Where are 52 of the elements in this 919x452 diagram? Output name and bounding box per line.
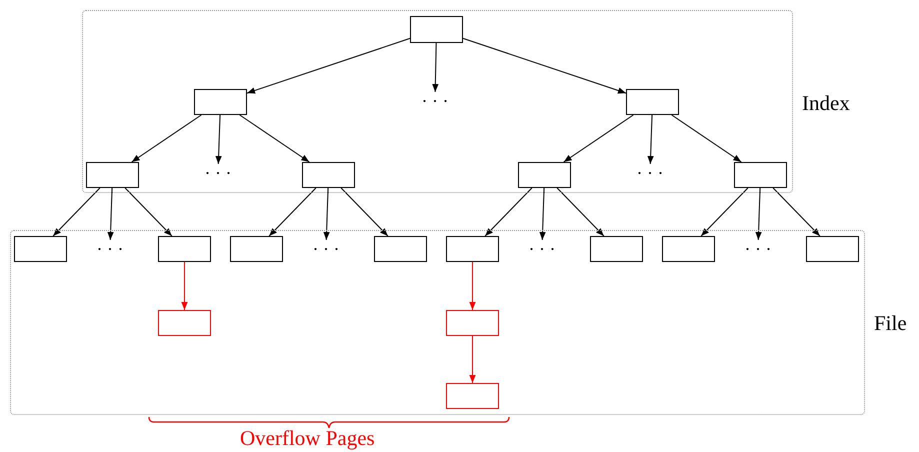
page-box	[734, 162, 787, 188]
arrow	[647, 114, 654, 164]
page-box	[86, 162, 139, 188]
arrow	[469, 336, 476, 384]
arrow	[246, 38, 410, 94]
arrow	[469, 262, 476, 310]
page-box	[302, 162, 355, 188]
ellipsis: · · ·	[95, 240, 125, 258]
arrow	[340, 188, 388, 236]
arrow	[268, 188, 316, 236]
region-label: File	[874, 311, 907, 336]
ellipsis: · · ·	[743, 240, 773, 258]
arrow	[755, 188, 762, 240]
arrow	[484, 188, 532, 236]
page-box	[158, 236, 211, 262]
page-box	[14, 236, 67, 262]
ellipsis: · · ·	[311, 240, 341, 258]
page-box	[374, 236, 427, 262]
page-box	[806, 236, 859, 262]
arrow	[131, 114, 202, 162]
page-box	[518, 162, 571, 188]
page-box	[230, 236, 283, 262]
brace-label: Overflow Pages	[240, 426, 375, 451]
arrow	[181, 262, 188, 310]
page-box	[446, 383, 499, 409]
page-box	[446, 236, 499, 262]
arrow	[239, 114, 310, 162]
arrow	[52, 188, 100, 236]
arrow	[107, 188, 114, 240]
arrow	[671, 114, 742, 162]
arrow	[772, 188, 820, 236]
region-label: Index	[802, 91, 850, 116]
ellipsis: · · ·	[527, 240, 557, 258]
page-box	[626, 89, 679, 115]
page-box	[446, 310, 499, 336]
page-box	[194, 89, 247, 115]
arrow	[700, 188, 748, 236]
arrow	[539, 188, 546, 240]
arrow	[462, 38, 626, 94]
ellipsis: · · ·	[635, 164, 665, 182]
arrow	[432, 42, 439, 92]
ellipsis: · · ·	[420, 92, 450, 110]
arrow	[563, 114, 634, 162]
page-box	[662, 236, 715, 262]
arrow	[556, 188, 604, 236]
page-box	[410, 16, 463, 43]
arrow	[323, 188, 330, 240]
ellipsis: · · ·	[203, 164, 233, 182]
arrow	[124, 188, 172, 236]
page-box	[158, 310, 211, 336]
page-box	[590, 236, 643, 262]
arrow	[215, 114, 222, 164]
